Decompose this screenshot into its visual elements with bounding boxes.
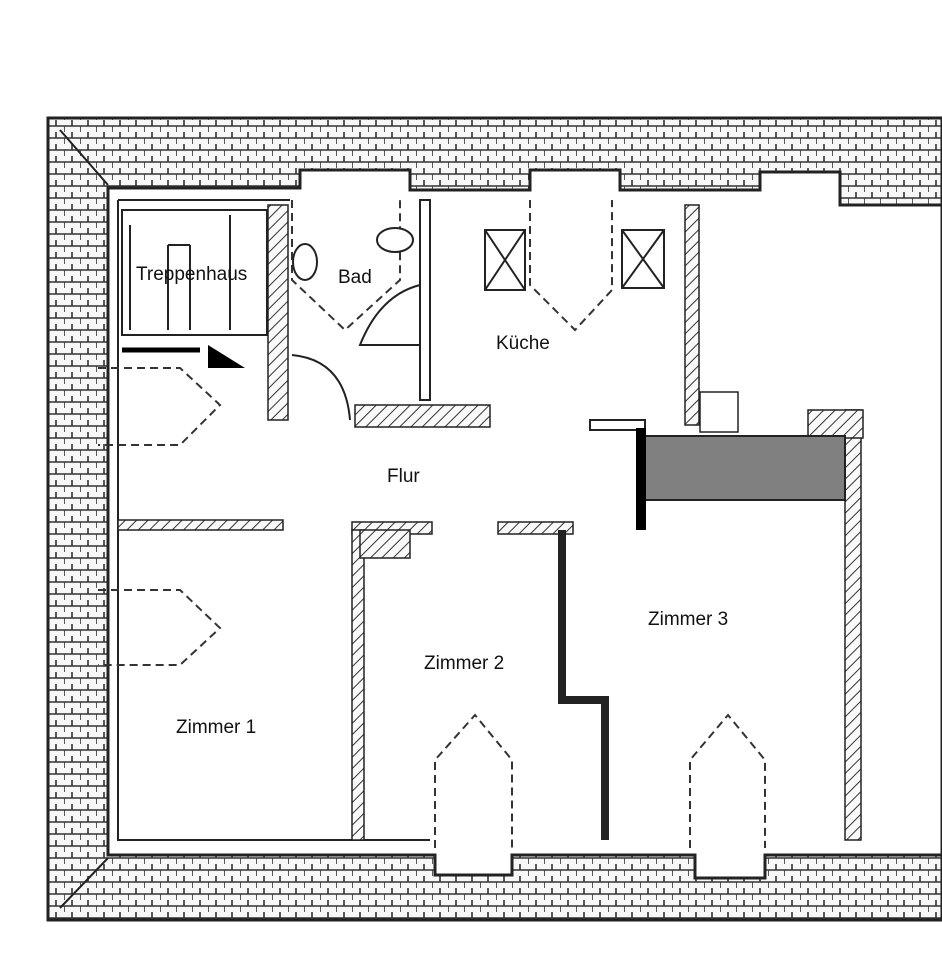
- bath-fixtures: [292, 227, 421, 346]
- black-marker: [636, 428, 646, 530]
- interior-walls: [117, 199, 864, 841]
- label-hallway: Flur: [387, 466, 420, 487]
- gray-block: [644, 435, 846, 501]
- label-room-2: Zimmer 2: [424, 653, 504, 674]
- dormer-windows: [98, 200, 766, 848]
- label-stairwell: Treppenhaus: [136, 264, 247, 285]
- label-kitchen: Küche: [496, 333, 550, 354]
- label-room-3: Zimmer 3: [648, 609, 728, 630]
- door-swing: [291, 354, 351, 421]
- label-bathroom: Bad: [338, 267, 372, 288]
- label-room-1: Zimmer 1: [176, 717, 256, 738]
- kitchen-stove: [484, 229, 665, 291]
- stair-area: [121, 209, 268, 368]
